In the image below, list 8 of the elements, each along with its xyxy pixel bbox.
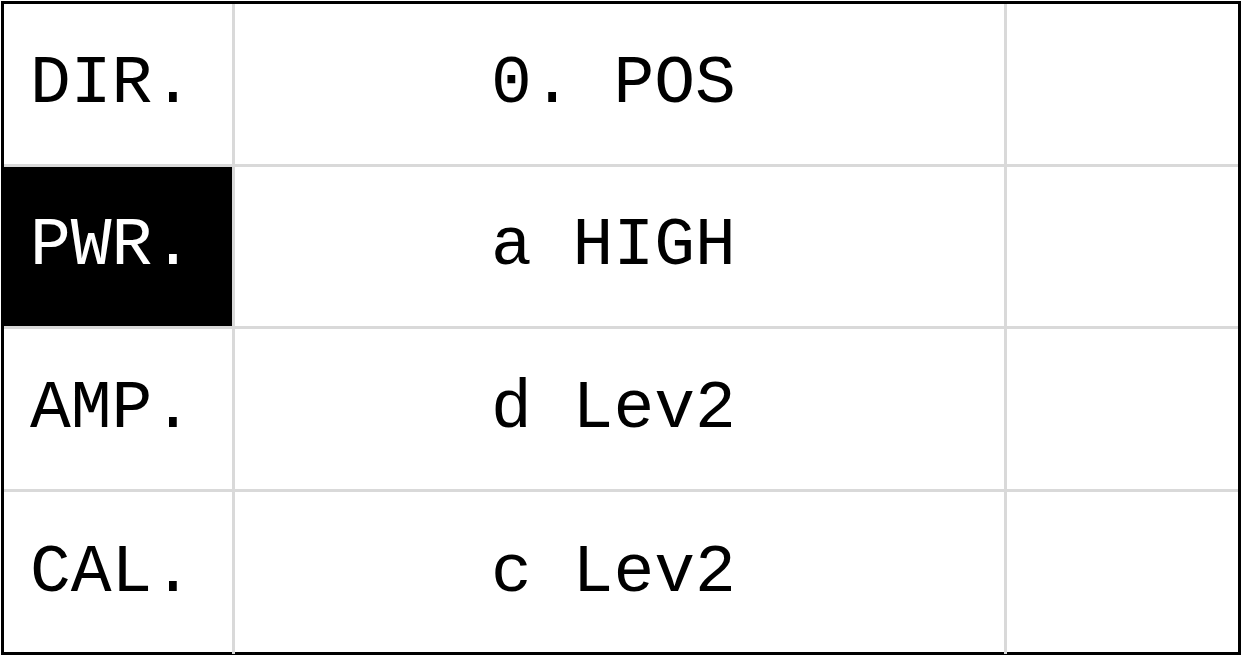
parameter-value: d Lev2 xyxy=(491,374,736,443)
parameter-name: PWR. xyxy=(30,212,194,281)
parameter-value: a HIGH xyxy=(491,212,736,281)
parameter-name: DIR. xyxy=(30,49,194,118)
parameter-value: 0. POS xyxy=(491,49,736,118)
parameter-value: c Lev2 xyxy=(491,538,736,607)
parameter-name: CAL. xyxy=(30,538,194,607)
parameter-name: AMP. xyxy=(30,374,194,443)
